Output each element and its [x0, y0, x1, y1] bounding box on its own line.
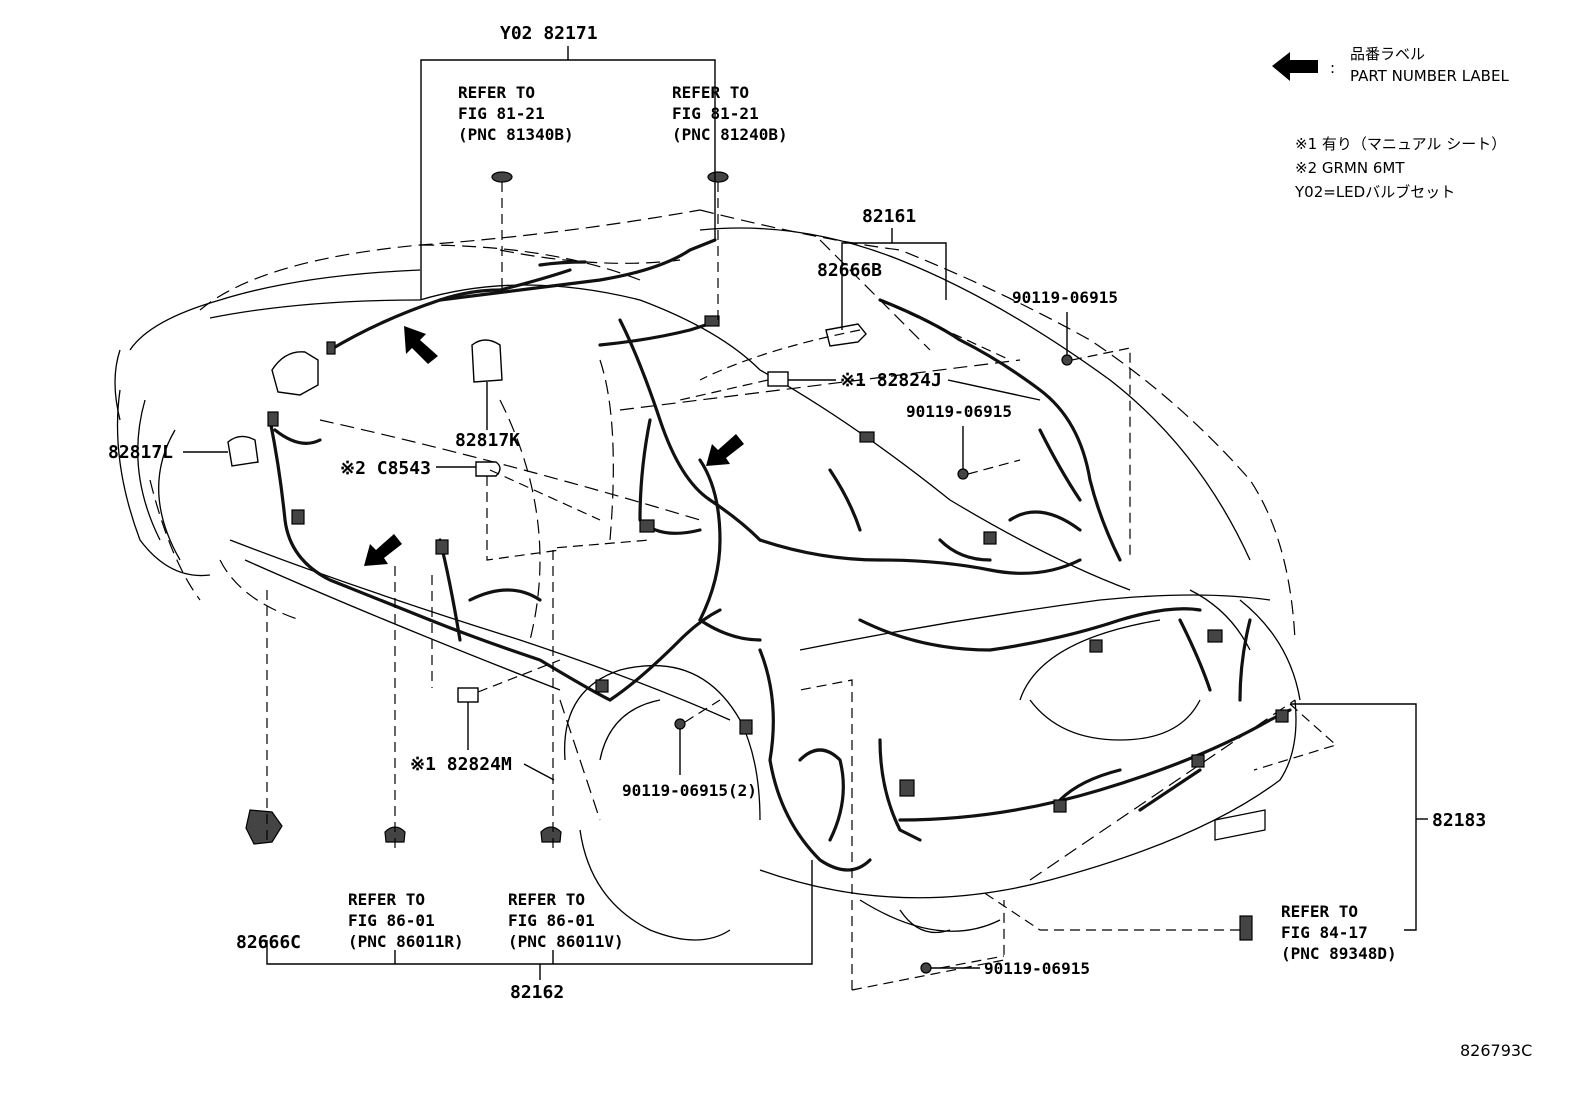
label-82162: 82162	[510, 982, 564, 1003]
label-82666c: 82666C	[236, 932, 301, 953]
relay-82824j-icon	[767, 371, 789, 387]
refer-line2: FIG 81-21	[458, 104, 545, 123]
refer-line2: FIG 86-01	[348, 911, 435, 930]
part-number-label-arrow-icon	[364, 534, 402, 566]
diagram-id: 826793C	[1460, 1041, 1532, 1060]
part-number-label-arrows	[364, 52, 1318, 566]
label-90119-06915-b: 90119-06915	[906, 402, 1012, 421]
label-82817l: 82817L	[108, 442, 173, 463]
connector-icon	[1053, 799, 1067, 813]
refer-line1: REFER TO	[1281, 902, 1358, 921]
connector-icon	[1191, 754, 1205, 768]
label-82161: 82161	[862, 206, 916, 227]
refer-line2: FIG 81-21	[672, 104, 759, 123]
leader-lines	[183, 46, 1428, 980]
relay-82817l-icon	[227, 435, 259, 467]
refer-line2: FIG 84-17	[1281, 923, 1368, 942]
label-90119-06915-a: 90119-06915	[1012, 288, 1118, 307]
refer-line3: (PNC 86011V)	[508, 932, 624, 951]
connector-icon	[983, 531, 997, 545]
refer-line1: REFER TO	[458, 83, 535, 102]
refer-line1: REFER TO	[348, 890, 425, 909]
relay-82824m-icon	[457, 687, 479, 703]
connector-icon	[1275, 709, 1289, 723]
label-82824m: ※1 82824M	[410, 754, 512, 775]
label-82666b: 82666B	[817, 260, 882, 281]
bolt-icon	[920, 962, 932, 974]
bulb-81240b-icon	[707, 171, 729, 183]
label-82824j: ※1 82824J	[840, 370, 942, 391]
refer-line2: FIG 86-01	[508, 911, 595, 930]
connector-icon	[1207, 629, 1223, 643]
relay-82817k-icon	[471, 339, 503, 383]
label-82183: 82183	[1432, 810, 1486, 831]
connector-icon	[859, 431, 875, 443]
connector-icon	[595, 679, 609, 693]
refer-note-81340b: REFER TO FIG 81-21 (PNC 81340B)	[458, 83, 574, 144]
refer-line3: (PNC 81340B)	[458, 125, 574, 144]
legend-part-number-label-jp: 品番ラベル	[1350, 45, 1426, 63]
refer-line3: (PNC 89348D)	[1281, 944, 1397, 963]
refer-note-81240b: REFER TO FIG 81-21 (PNC 81240B)	[672, 83, 788, 144]
label-90119-06915-2: 90119-06915(2)	[622, 781, 757, 800]
legend-colon: :	[1330, 59, 1336, 77]
legend-note-3: Y02=LEDバルブセット	[1295, 183, 1456, 201]
refer-note-86011r: REFER TO FIG 86-01 (PNC 86011R)	[348, 890, 464, 951]
connector-icon	[291, 509, 305, 525]
connector-icon	[1089, 639, 1103, 653]
legend-note-2: ※2 GRMN 6MT	[1295, 159, 1405, 177]
legend-note-1: ※1 有り（マニュアル シート）	[1295, 135, 1507, 153]
refer-notes: REFER TO FIG 81-21 (PNC 81340B) REFER TO…	[348, 83, 1397, 963]
refer-line3: (PNC 81240B)	[672, 125, 788, 144]
grommet-86011r-icon	[384, 826, 406, 843]
connector-icon	[267, 411, 279, 427]
label-c8543: ※2 C8543	[340, 458, 431, 479]
part-number-label-arrow-icon	[404, 326, 438, 364]
bolt-icon	[957, 468, 969, 480]
refer-note-89348d: REFER TO FIG 84-17 (PNC 89348D)	[1281, 902, 1397, 963]
label-82817k: 82817K	[455, 430, 520, 451]
grommet-86011v-icon	[540, 826, 562, 843]
legend-part-number-label-en: PART NUMBER LABEL	[1350, 67, 1509, 85]
bolt-icon	[674, 718, 686, 730]
connector-icon	[639, 519, 655, 533]
connector-89348d-icon	[1239, 915, 1253, 941]
bolt-icon	[1061, 354, 1073, 366]
label-82171: Y02 82171	[500, 23, 598, 44]
connector-icon	[704, 315, 720, 327]
refer-line3: (PNC 86011R)	[348, 932, 464, 951]
leader-lines-dashed	[266, 182, 1338, 991]
bulb-c8543-icon	[475, 461, 501, 477]
connector-icon	[739, 719, 753, 735]
clip-82666b-icon	[825, 323, 867, 347]
refer-note-86011v: REFER TO FIG 86-01 (PNC 86011V)	[508, 890, 624, 951]
connector-icon	[899, 779, 915, 797]
grommet-82666c-icon	[245, 809, 283, 845]
refer-line1: REFER TO	[508, 890, 585, 909]
car-body-hidden-lines	[149, 209, 1296, 881]
connector-icon	[435, 539, 449, 555]
connector-parts	[227, 171, 1289, 974]
connector-icon	[326, 341, 336, 355]
bulb-81340b-icon	[491, 171, 513, 183]
part-number-label-arrow-icon	[1272, 52, 1318, 81]
part-number-label-arrow-icon	[706, 434, 744, 466]
label-90119-06915-d: 90119-06915	[984, 959, 1090, 978]
part-labels: Y02 82171 82161 82666B 90119-06915 ※1 82…	[108, 23, 1486, 1003]
car-body-outline	[114, 227, 1301, 941]
refer-line1: REFER TO	[672, 83, 749, 102]
